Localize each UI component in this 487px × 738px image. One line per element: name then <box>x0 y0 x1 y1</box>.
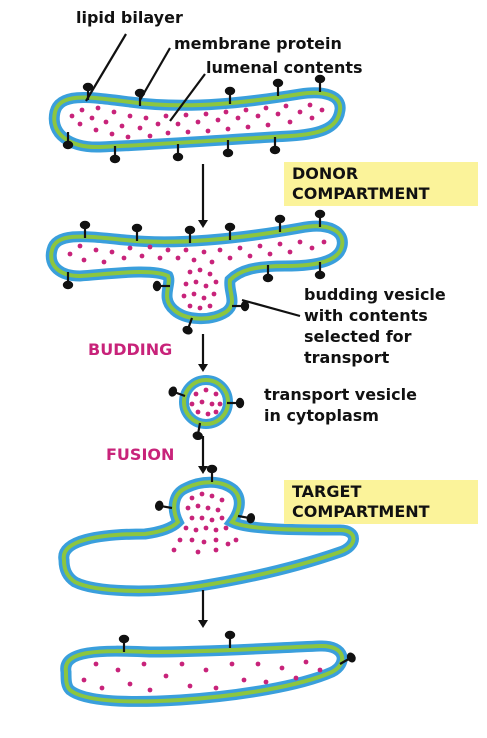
fused-membrane <box>60 640 348 707</box>
target-compartment <box>58 463 359 597</box>
budding-compartment <box>45 208 348 338</box>
budding-pointer <box>241 298 301 318</box>
arrow-down-4 <box>198 590 208 628</box>
donor-compartment-label: DONOR COMPARTMENT <box>284 162 478 206</box>
donor-label-line2: COMPARTMENT <box>292 184 430 203</box>
transport-vesicle-label-2: in cytoplasm <box>264 406 379 425</box>
arrow-down-2 <box>198 334 208 372</box>
lipid-bilayer-label: lipid bilayer <box>76 8 183 27</box>
budding-vesicle-label-1: budding vesicle <box>304 285 446 304</box>
fused-compartment <box>60 629 359 707</box>
budding-step-label: BUDDING <box>88 340 173 359</box>
transport-vesicle-label-1: transport vesicle <box>264 385 417 404</box>
transport-vesicle <box>165 375 246 442</box>
arrow-down-1 <box>198 164 208 228</box>
target-label-line2: COMPARTMENT <box>292 502 430 521</box>
donor-contents <box>69 102 325 140</box>
target-compartment-label: TARGET COMPARTMENT <box>284 480 478 524</box>
donor-compartment <box>48 73 346 165</box>
fusion-step-label: FUSION <box>106 445 175 464</box>
budding-vesicle-label-4: transport <box>304 348 390 367</box>
budding-vesicle-label-3: selected for <box>304 327 412 346</box>
membrane-protein-label: membrane protein <box>174 34 342 53</box>
lumenal-contents-label: lumenal contents <box>206 58 363 77</box>
target-label-line1: TARGET <box>292 482 362 501</box>
donor-contents-dots <box>69 102 325 140</box>
budding-contents-dots <box>67 239 327 311</box>
target-contents-dots <box>171 491 239 555</box>
donor-label-line1: DONOR <box>292 164 359 183</box>
fused-contents-dots <box>81 659 323 693</box>
arrow-down-3 <box>198 436 208 474</box>
label-pointers <box>85 33 206 122</box>
budding-vesicle-label-2: with contents <box>304 306 428 325</box>
vesicle-contents-dots <box>189 387 223 417</box>
